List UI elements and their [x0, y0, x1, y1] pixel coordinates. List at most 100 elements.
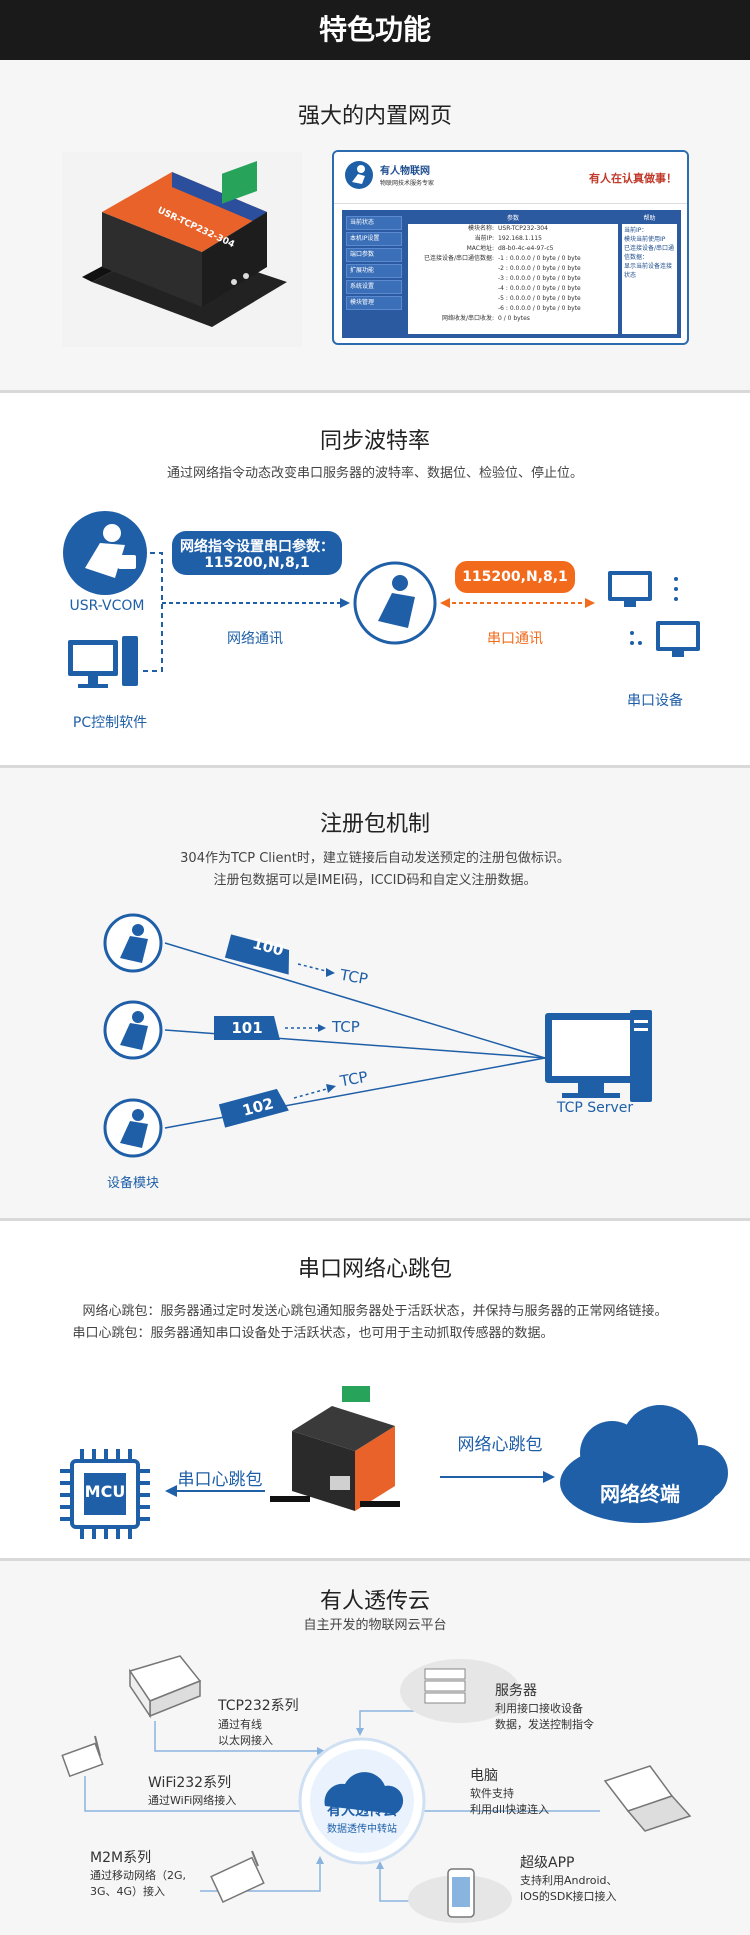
web-status-value: -5 : 0.0.0.0 / 0 byte / 0 byte — [498, 295, 581, 302]
web-menu-item[interactable]: 模块管理 — [346, 296, 402, 310]
m2m-device-icon — [210, 1850, 265, 1903]
web-header: 有人物联网 物联网技术服务专家 有人在认真做事！ — [334, 152, 687, 204]
web-status-value: USR-TCP232-304 — [498, 225, 548, 232]
section-title: 强大的内置网页 — [297, 104, 452, 129]
section-title: 注册包机制 — [319, 812, 430, 837]
server-desc2: 数据，发送控制指令 — [495, 1718, 594, 1731]
web-help-line: 已连接设备/串口通信数据： — [624, 245, 675, 261]
serial-device-icon — [608, 571, 700, 657]
section-desc-line1: 网络心跳包：服务器通过定时发送心跳包通知服务器处于活跃状态，并保持与服务器的正常… — [82, 1304, 668, 1319]
section-title: 有人透传云 — [319, 1589, 430, 1614]
tcp-server-icon — [545, 1010, 652, 1102]
logo-icon — [345, 161, 373, 189]
module-icon — [103, 1000, 163, 1060]
divider — [0, 390, 750, 393]
packet-101 — [214, 1016, 280, 1040]
heartbeat-diagram — [60, 1386, 728, 1539]
wifi232-device-icon — [61, 1735, 104, 1778]
section-subtitle: 自主开发的物联网云平台 — [303, 1618, 447, 1633]
command-box-line1: 网络指令设置串口参数： — [180, 539, 334, 555]
section-desc-line2: 串口心跳包：服务器通知串口设备处于活跃状态，也可用于主动抓取传感器的数据。 — [72, 1326, 554, 1341]
cloud-center-subtitle: 数据透传中转站 — [327, 1824, 397, 1835]
m2m-title: M2M系列 — [90, 1850, 152, 1866]
web-status-key — [408, 294, 498, 304]
web-slogan: 有人在认真做事！ — [589, 172, 677, 185]
tcp232-device-icon — [128, 1655, 202, 1719]
web-status-row: -3 : 0.0.0.0 / 0 byte / 0 byte — [408, 274, 618, 284]
module-icon — [103, 1098, 163, 1158]
web-status-value: 0 / 0 bytes — [498, 315, 530, 322]
packet-101-label: 101 — [231, 1019, 263, 1037]
module-icon — [103, 913, 163, 973]
web-status-key: MAC地址: — [466, 245, 494, 252]
web-status-row: 当前IP: 192.168.1.115 — [408, 234, 618, 244]
web-help-title: 帮助 — [622, 214, 677, 224]
web-status-key: 网络收发/串口收发: — [441, 315, 494, 322]
app-desc2: IOS的SDK接口接入 — [520, 1890, 617, 1903]
app-desc1: 支持利用Android、 — [520, 1874, 618, 1887]
tcp-server-label: TCP Server — [556, 1100, 634, 1116]
web-menu-item[interactable]: 当前状态 — [346, 216, 402, 230]
web-status-value: 192.168.1.115 — [498, 235, 542, 242]
web-menu-item[interactable]: 端口参数 — [346, 248, 402, 262]
web-status-key — [408, 274, 498, 284]
pc-desc2: 利用dll快速连入 — [470, 1803, 550, 1816]
tcp232-desc1: 通过有线 — [218, 1718, 262, 1731]
web-status-key: 已连接设备/串口通信数据: — [423, 255, 494, 262]
section-title: 同步波特率 — [319, 429, 430, 454]
cloud-icon — [560, 1405, 728, 1523]
web-status-value: d8-b0-4c-e4-97-c5 — [498, 245, 554, 252]
web-status-key — [408, 304, 498, 314]
web-status-value: -2 : 0.0.0.0 / 0 byte / 0 byte — [498, 265, 581, 272]
serial-server-device — [270, 1386, 400, 1511]
web-status-value: -1 : 0.0.0.0 / 0 byte / 0 byte — [498, 255, 581, 262]
divider — [0, 765, 750, 768]
web-help-line: 模块当前使用IP — [624, 236, 666, 243]
tcp-label: TCP — [332, 1018, 360, 1036]
device-photo: USR-TCP232-304 — [62, 152, 302, 347]
web-status-row: -2 : 0.0.0.0 / 0 byte / 0 byte — [408, 264, 618, 274]
network-terminal-label: 网络终端 — [600, 1482, 680, 1506]
packet-100 — [224, 934, 290, 975]
web-slogan-sub: 物联网技术服务专家 — [380, 180, 435, 187]
web-status-value: -4 : 0.0.0.0 / 0 byte / 0 byte — [498, 285, 581, 292]
m2m-desc2: 3G、4G）接入 — [90, 1885, 166, 1898]
register-diagram — [103, 913, 652, 1158]
web-config-mockup: 有人物联网 物联网技术服务专家 有人在认真做事！ 当前状态 本机IP设置 端口参… — [332, 150, 689, 345]
web-menu-item[interactable]: 系统设置 — [346, 280, 402, 294]
page-header: 特色功能 — [0, 0, 750, 60]
web-status-row: 网络收发/串口收发: 0 / 0 bytes — [408, 314, 618, 324]
command-box — [172, 531, 342, 575]
packet-102 — [218, 1088, 289, 1128]
web-status-row: -4 : 0.0.0.0 / 0 byte / 0 byte — [408, 284, 618, 294]
web-menu-item[interactable]: 扩展功能 — [346, 264, 402, 278]
web-status-key: 当前IP: — [474, 235, 494, 242]
pc-icon — [68, 636, 138, 688]
cloud-diagram — [61, 1655, 692, 1923]
network-comm-label: 网络通讯 — [227, 631, 283, 647]
serial-param-box — [455, 561, 575, 593]
pc-desc1: 软件支持 — [470, 1787, 514, 1800]
cloud-center-title: 有人透传云 — [327, 1803, 397, 1819]
wifi232-desc1: 通过WiFi网络接入 — [148, 1794, 237, 1807]
mcu-label: MCU — [84, 1482, 126, 1501]
section-desc-line2: 注册包数据可以是IMEI码，ICCID码和自定义注册数据。 — [213, 873, 537, 888]
pc-title: 电脑 — [470, 1768, 498, 1784]
web-status-value: -3 : 0.0.0.0 / 0 byte / 0 byte — [498, 275, 581, 282]
tcp232-desc2: 以太网接入 — [218, 1734, 273, 1747]
network-heartbeat-label: 网络心跳包 — [457, 1435, 543, 1455]
web-help: 帮助 当前IP： 模块当前使用IP 已连接设备/串口通信数据： 显示当前设备连接… — [622, 214, 677, 334]
web-status-row: MAC地址: d8-b0-4c-e4-97-c5 — [408, 244, 618, 254]
web-status-row: -5 : 0.0.0.0 / 0 byte / 0 byte — [408, 294, 618, 304]
web-status-row: 模块名称:USR-TCP232-304 — [408, 224, 618, 234]
wifi232-title: WiFi232系列 — [148, 1775, 232, 1791]
mcu-chip-icon — [60, 1449, 150, 1539]
divider — [0, 1218, 750, 1221]
web-status-row: -6 : 0.0.0.0 / 0 byte / 0 byte — [408, 304, 618, 314]
web-body: 当前状态 本机IP设置 端口参数 扩展功能 系统设置 模块管理 参数 模块名称:… — [342, 210, 681, 338]
web-menu-item[interactable]: 本机IP设置 — [346, 232, 402, 246]
pc-software-label: PC控制软件 — [72, 715, 148, 731]
